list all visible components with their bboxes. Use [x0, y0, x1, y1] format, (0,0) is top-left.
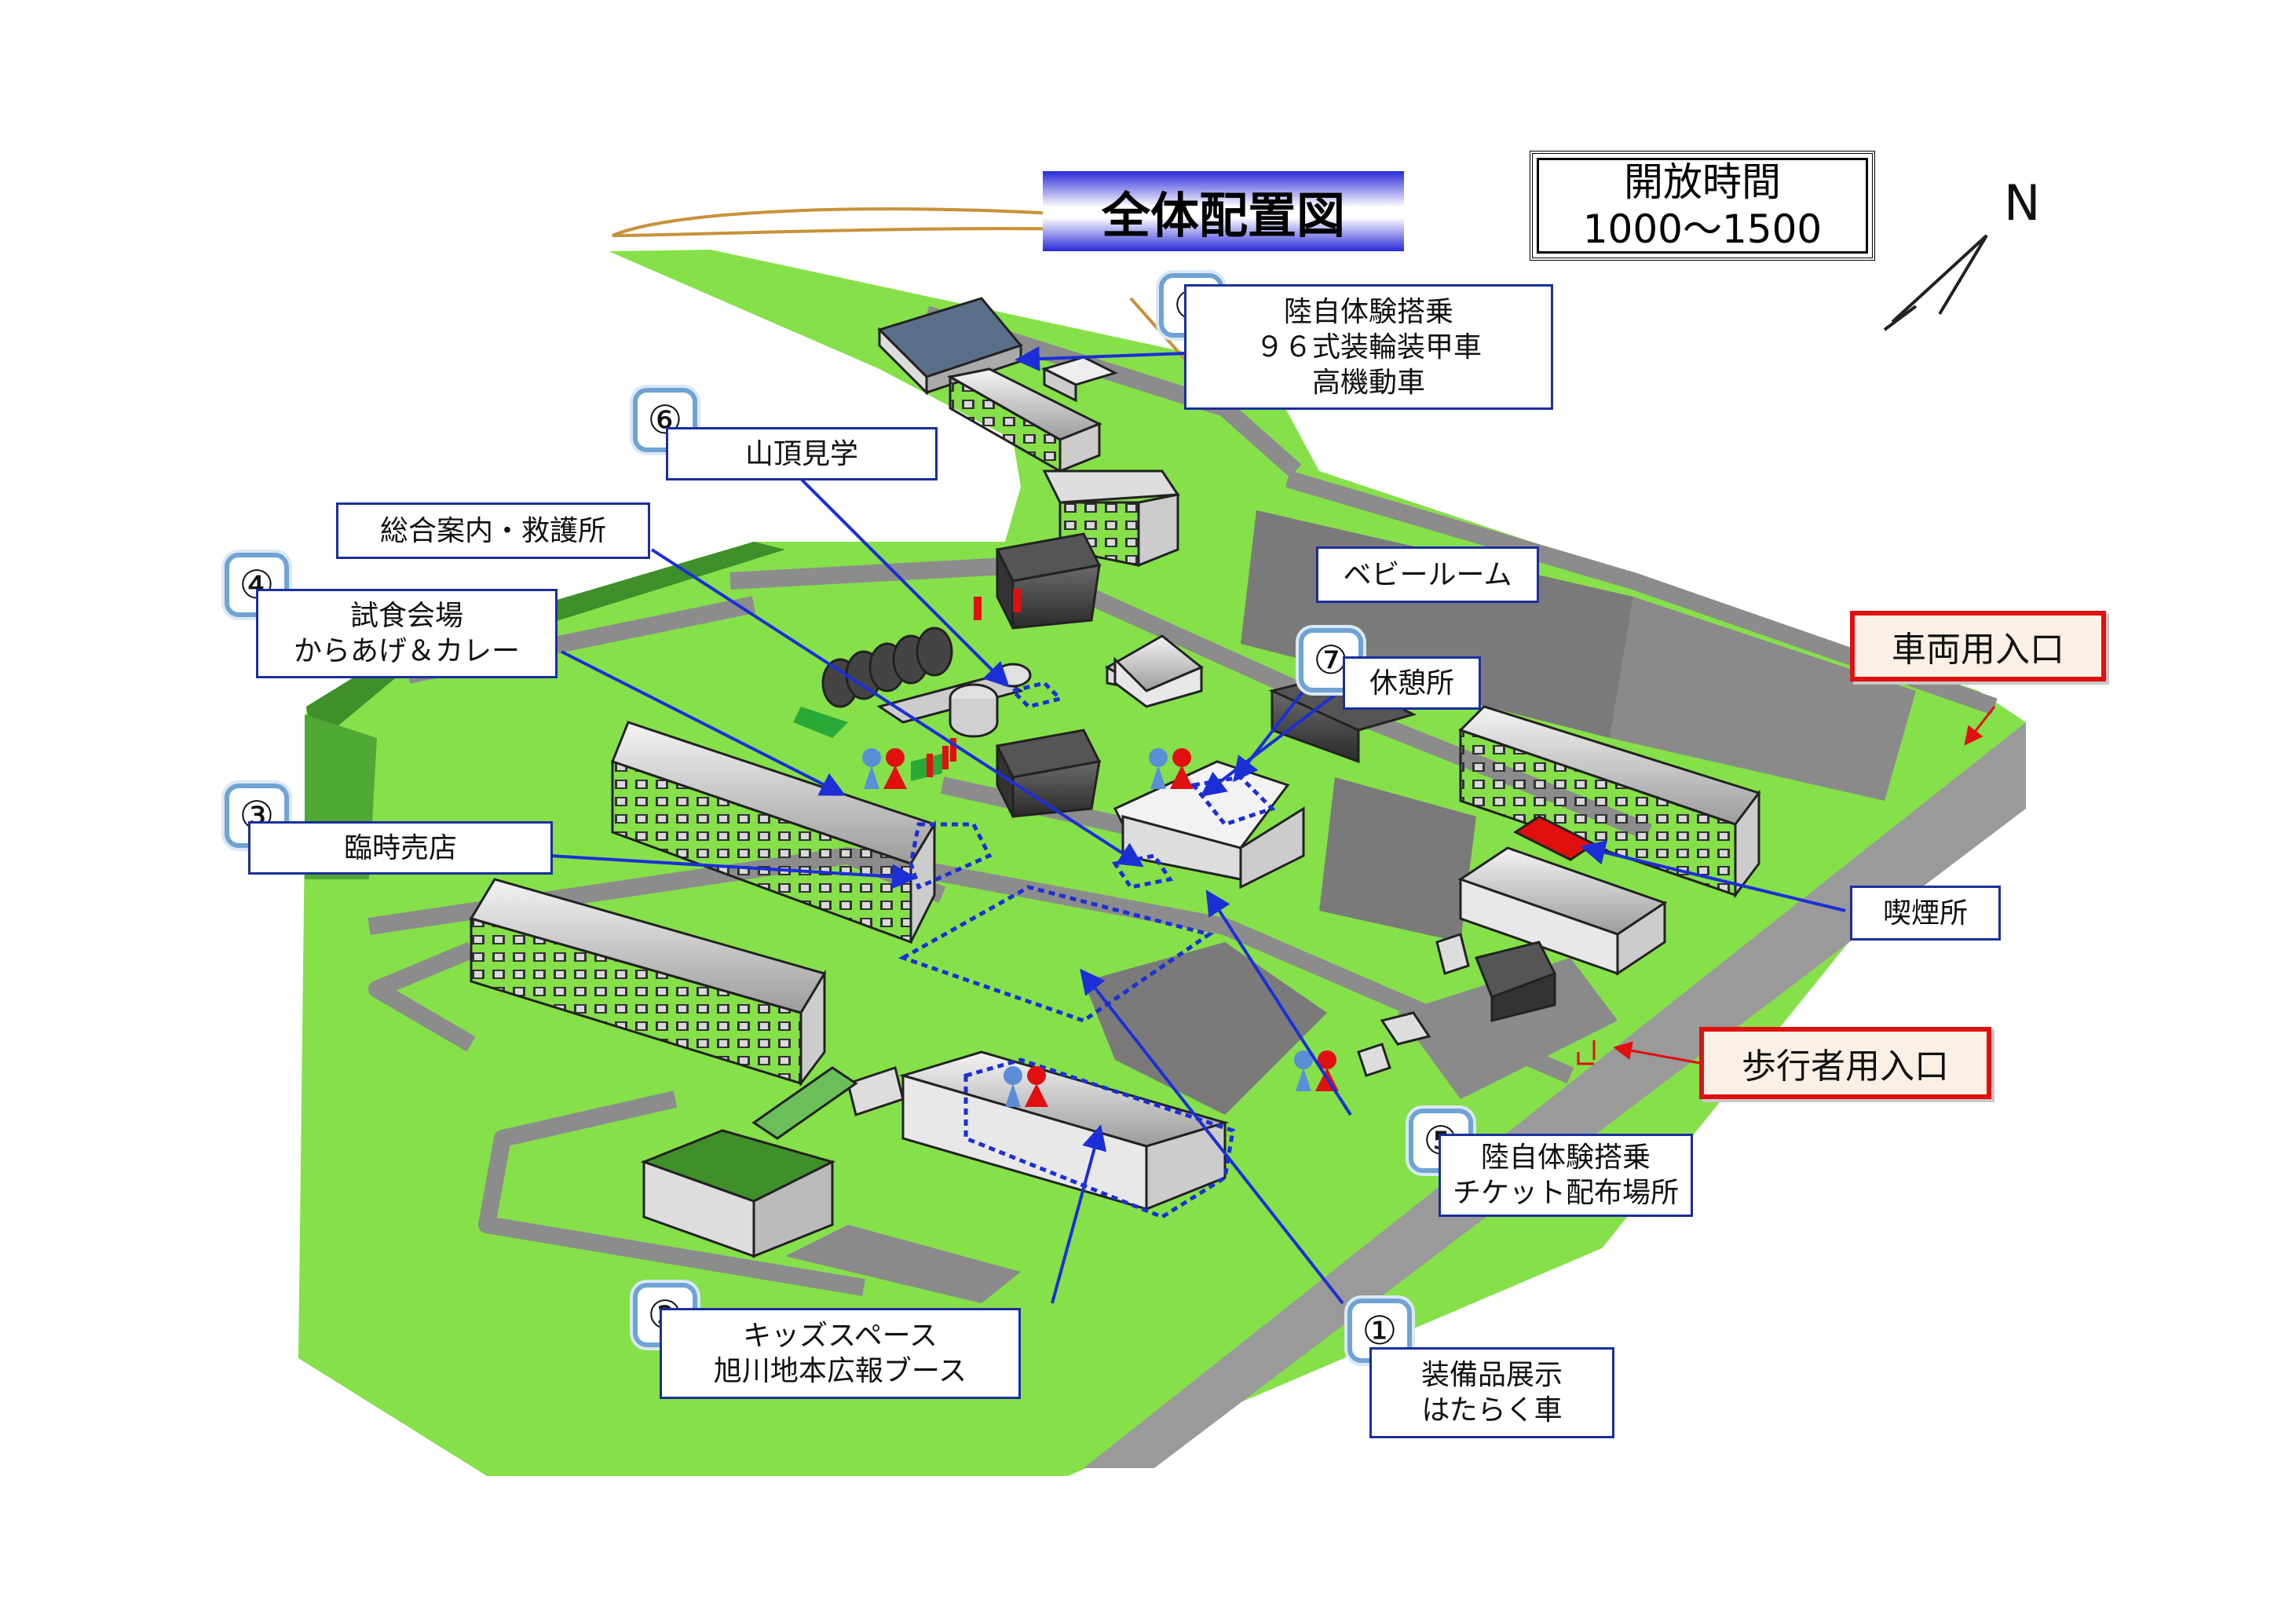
- label-ride-ticket-distribution: 陸自体験搭乗 チケット配布場所: [1439, 1134, 1693, 1217]
- building-small-south: [1357, 1011, 1431, 1077]
- person-markers: [862, 748, 1339, 1107]
- label-baby-room: ベビールーム: [1316, 546, 1539, 603]
- label-kids-space: キッズスペース 旭川地本広報ブース: [660, 1308, 1021, 1399]
- label-summit-tour: 山頂見学: [666, 427, 938, 480]
- label-line: 旭川地本広報ブース: [713, 1355, 967, 1387]
- label-line: はたらく車: [1421, 1394, 1563, 1427]
- label-line: からあげ＆カレー: [293, 635, 520, 667]
- label-rest-area: 休憩所: [1343, 656, 1481, 710]
- map-title: 全体配置図: [1043, 171, 1404, 251]
- building-small-connector: [846, 1066, 905, 1116]
- north-label: N: [2004, 174, 2041, 232]
- label-info-first-aid: 総合案内・救護所: [336, 502, 650, 559]
- building-small-house: [1105, 634, 1204, 708]
- marker-pair: [1004, 1066, 1048, 1107]
- label-line: 休憩所: [1369, 667, 1454, 700]
- label-tasting-area: 試食会場 からあげ＆カレー: [256, 589, 558, 678]
- label-line: 装備品展示: [1420, 1359, 1563, 1391]
- location-number-1: ①: [1347, 1299, 1412, 1363]
- building-small-top: [1040, 356, 1119, 403]
- building-barracks-east: [1458, 705, 1761, 899]
- label-line: 高機動車: [1311, 366, 1425, 399]
- label-line: ９６式装輪装甲車: [1255, 331, 1482, 363]
- label-line: 試食会場: [349, 600, 463, 632]
- label-line: 山頂見学: [744, 437, 858, 470]
- building-rest-area: [1113, 760, 1305, 890]
- label-line: 陸自体験搭乗: [1480, 1142, 1651, 1174]
- red-flags: [927, 589, 1021, 777]
- label-experience-ride-vehicles: 陸自体験搭乗 ９６式装輪装甲車 高機動車: [1184, 284, 1553, 410]
- label-line: チケット配布場所: [1452, 1177, 1679, 1209]
- pedestrian-gate-icon: [1577, 1040, 1596, 1065]
- opening-hours-value: 1000～1500: [1582, 206, 1823, 252]
- callout-arrows: [549, 346, 1846, 1305]
- building-dark-center-top: [995, 532, 1102, 630]
- label-line: 臨時売店: [343, 831, 457, 864]
- marker-pair: [1149, 748, 1194, 789]
- building-warehouse-east: [1457, 846, 1668, 976]
- main-road: [1084, 722, 2026, 1468]
- opening-hours-box: 開放時間 1000～1500: [1530, 151, 1875, 261]
- label-temporary-shop: 臨時売店: [248, 821, 553, 875]
- building-dark-center: [995, 729, 1102, 818]
- marker-pair: [862, 748, 907, 789]
- pedestrian-entrance-label: 歩行者用入口: [1699, 1027, 1991, 1099]
- label-line: キッズスペース: [743, 1320, 938, 1352]
- building-barracks-southwest: [469, 878, 827, 1087]
- buildings: [469, 297, 1761, 1259]
- building-sheds-east: [1435, 933, 1557, 1022]
- building-barracks-top: [946, 367, 1102, 473]
- vehicle-entrance-label: 車両用入口: [1850, 611, 2106, 681]
- building-barracks-west: [611, 721, 937, 944]
- entrance-arrows: [1613, 706, 1996, 1065]
- north-arrow-icon: [1883, 234, 1988, 331]
- label-equipment-display: 装備品展示 はたらく車: [1369, 1347, 1614, 1438]
- label-line: 陸自体験搭乗: [1283, 295, 1453, 328]
- vehicles-tires: [793, 627, 1032, 781]
- label-smoking-area: 喫煙所: [1850, 886, 2001, 941]
- building-greenhouse: [751, 1066, 858, 1140]
- opening-hours-label: 開放時間: [1624, 159, 1781, 205]
- building-green-roof: [640, 1129, 836, 1259]
